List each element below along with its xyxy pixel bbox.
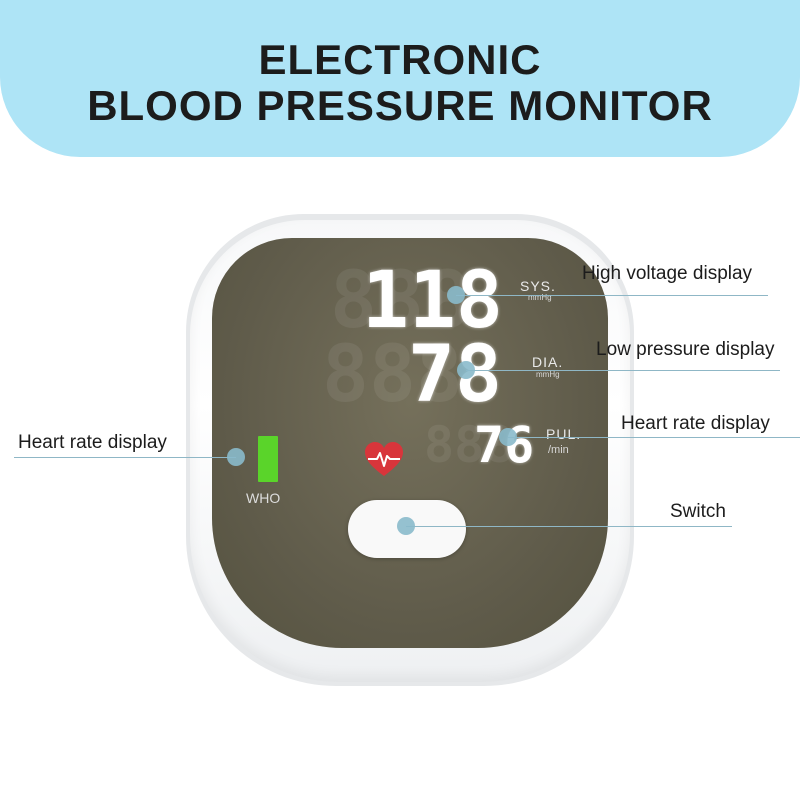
systolic-ghost: 888: [330, 256, 471, 346]
title-line-2: BLOOD PRESSURE MONITOR: [87, 82, 713, 129]
diastolic-ghost: 888: [322, 330, 463, 420]
pul-unit: /min: [548, 444, 569, 456]
who-indicator-bar: [258, 436, 278, 482]
label-heart-rate-display-left: Heart rate display: [18, 432, 167, 453]
dia-unit: mmHg: [536, 370, 560, 379]
label-heart-rate-display-right: Heart rate display: [621, 413, 770, 434]
pointer-dot-heart-left: [227, 448, 245, 466]
diastolic-value: 78: [408, 330, 502, 420]
pointer-dot-switch: [397, 517, 415, 535]
label-high-voltage-display: High voltage display: [582, 263, 753, 284]
title-banner: ELECTRONIC BLOOD PRESSURE MONITOR: [0, 0, 800, 157]
sys-label: SYS.: [520, 278, 556, 294]
systolic-value: 118: [362, 256, 503, 346]
leader-line-low: [466, 370, 780, 371]
title-line-1: ELECTRONIC: [258, 36, 542, 83]
pointer-dot-high: [447, 286, 465, 304]
who-label: WHO: [246, 490, 281, 506]
sys-unit: mmHg: [528, 293, 552, 302]
leader-line-switch: [406, 526, 732, 527]
lcd-screen: 888 888 888 118 78 76 SYS. mmHg DIA. mmH…: [212, 238, 608, 648]
pul-label: PUL.: [546, 426, 582, 442]
dia-label: DIA.: [532, 354, 564, 370]
leader-line-heart-right: [508, 437, 800, 438]
pointer-dot-low: [457, 361, 475, 379]
leader-line-high: [456, 295, 768, 296]
label-switch: Switch: [670, 501, 726, 522]
label-low-pressure-display: Low pressure display: [596, 339, 775, 360]
pointer-dot-heart-right: [499, 428, 517, 446]
heart-icon: [365, 442, 403, 476]
pulse-ghost: 888: [424, 416, 515, 474]
leader-line-heart-left: [14, 457, 236, 458]
